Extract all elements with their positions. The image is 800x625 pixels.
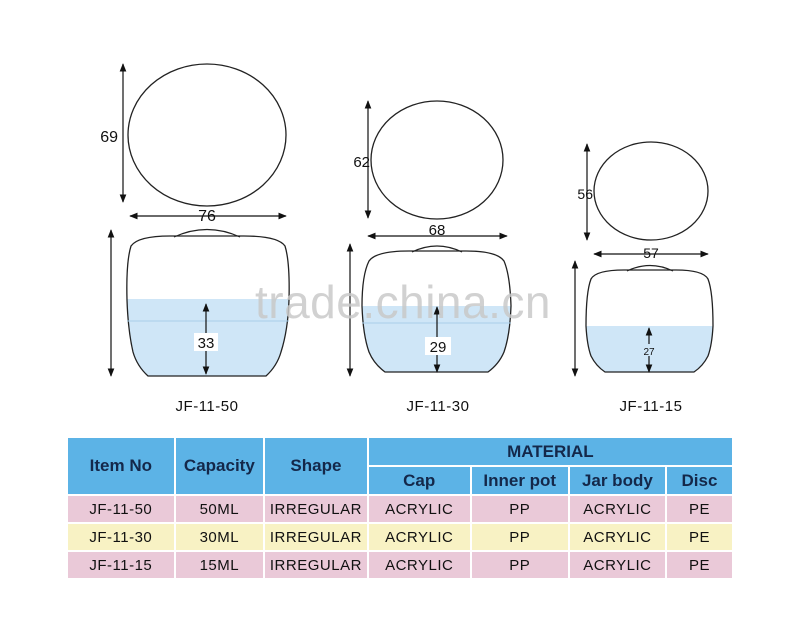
cell-jar-body: ACRYLIC: [569, 524, 665, 550]
jar-2: 62 68 29: [346, 100, 512, 377]
cell-shape: IRREGULAR: [265, 552, 367, 578]
jar-1-inner-label: 33: [198, 335, 215, 352]
cell-inner-pot: PP: [471, 552, 568, 578]
cell-inner-pot: PP: [471, 524, 568, 550]
jar-2-width-label: 68: [429, 222, 446, 239]
header-item-no: Item No: [68, 438, 174, 494]
header-jar-body: Jar body: [569, 467, 665, 494]
jar-3-lid-top-view: [593, 141, 709, 241]
jar-3-width-label: 57: [643, 245, 659, 261]
cell-item-no: JF-11-30: [68, 524, 174, 550]
product-drawings: 69 76 33 62 68 29 56 57: [100, 63, 714, 377]
jar-1-lid-top-view: [127, 63, 287, 207]
jar-1-dome: [173, 228, 241, 238]
jar-3-body: [585, 269, 714, 373]
cell-disc: PE: [666, 524, 732, 550]
jar-2-body: [361, 250, 512, 373]
model-label-3: JF-11-15: [619, 398, 683, 415]
cell-disc: PE: [666, 496, 732, 522]
table-row: JF-11-50 50ML IRREGULAR ACRYLIC PP ACRYL…: [68, 496, 732, 522]
cell-cap: ACRYLIC: [368, 496, 470, 522]
header-material: MATERIAL: [368, 438, 732, 465]
header-cap: Cap: [368, 467, 470, 494]
model-label-1: JF-11-50: [175, 398, 239, 415]
jar-2-inner-label: 29: [430, 339, 447, 356]
cell-item-no: JF-11-15: [68, 552, 174, 578]
spec-table: Item No Capacity Shape MATERIAL Cap Inne…: [66, 436, 734, 580]
table-row: JF-11-15 15ML IRREGULAR ACRYLIC PP ACRYL…: [68, 552, 732, 578]
cell-inner-pot: PP: [471, 496, 568, 522]
cell-cap: ACRYLIC: [368, 552, 470, 578]
cell-cap: ACRYLIC: [368, 524, 470, 550]
jar-3-height-label: 56: [577, 186, 593, 202]
cell-shape: IRREGULAR: [265, 524, 367, 550]
cell-capacity: 50ML: [175, 496, 264, 522]
cell-capacity: 30ML: [175, 524, 264, 550]
header-shape: Shape: [265, 438, 367, 494]
cell-item-no: JF-11-50: [68, 496, 174, 522]
jar-2-lid-top-view: [370, 100, 504, 220]
jar-1: 69 76 33: [100, 63, 290, 377]
watermark: trade.china.cn: [255, 276, 551, 328]
table-row: JF-11-30 30ML IRREGULAR ACRYLIC PP ACRYL…: [68, 524, 732, 550]
header-inner-pot: Inner pot: [471, 467, 568, 494]
cell-shape: IRREGULAR: [265, 496, 367, 522]
jar-2-height-label: 62: [353, 154, 370, 171]
jar-1-height-label: 69: [100, 129, 118, 146]
cell-jar-body: ACRYLIC: [569, 496, 665, 522]
jar-3-inner-label: 27: [643, 347, 655, 358]
cell-disc: PE: [666, 552, 732, 578]
model-label-2: JF-11-30: [406, 398, 470, 415]
header-disc: Disc: [666, 467, 732, 494]
jar-1-width-label: 76: [198, 208, 216, 225]
jar-3: 56 57 27: [571, 141, 714, 377]
jar-1-body: [126, 235, 290, 377]
header-capacity: Capacity: [175, 438, 264, 494]
cell-capacity: 15ML: [175, 552, 264, 578]
cell-jar-body: ACRYLIC: [569, 552, 665, 578]
